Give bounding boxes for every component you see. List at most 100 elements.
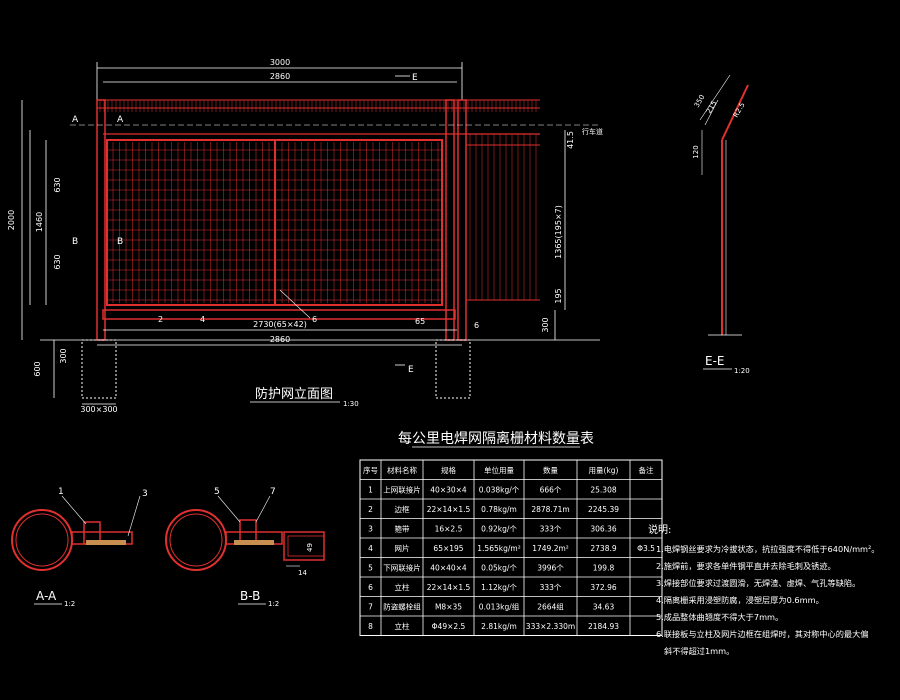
table-cell: 下网联接片 [383, 562, 421, 572]
table-cell: 199.8 [593, 563, 615, 572]
ground-note: 行车道 [582, 127, 603, 136]
aa-part-3: 3 [142, 489, 148, 499]
dim-2000: 2000 [7, 210, 16, 230]
table-cell: 1 [368, 485, 373, 494]
table-cell: 2245.39 [588, 505, 619, 514]
section-mark-e-bottom: E [408, 365, 414, 375]
ee-scale: 1:20 [734, 367, 750, 375]
section-mark-a-right: A [117, 115, 124, 125]
dim-2730: 2730(65×42) [253, 320, 307, 329]
dim-1365: 1365(195×7) [554, 205, 563, 259]
dim-630-upper: 630 [53, 177, 62, 192]
table-cell: 40×40×4 [430, 563, 467, 572]
note-line: 3.焊接部位要求过渡圆滑，无焊渣、虚焊、气孔等缺陷。 [656, 578, 860, 588]
section-mark-b-right: B [117, 237, 123, 247]
table-cell: 22×14×1.5 [427, 583, 471, 592]
table-cell: 333个 [540, 583, 562, 592]
table-cell: 2878.71m [531, 505, 569, 514]
dim-600: 600 [33, 361, 42, 376]
bb-post-circle [165, 509, 227, 571]
part-6-mid: 6 [312, 315, 317, 324]
dim-2860-top: 2860 [270, 72, 290, 81]
table-cell: Φ3.5 [637, 544, 655, 553]
table-cell: 16×2.5 [435, 524, 463, 533]
table-header-cell: 数量 [543, 465, 558, 475]
table-cell: 箍带 [395, 523, 410, 533]
part-2: 2 [158, 315, 163, 324]
dim-65: 65 [415, 317, 425, 326]
ee-arm [721, 84, 749, 141]
table-cell: 上网联接片 [383, 484, 421, 494]
table-cell: 333个 [540, 524, 562, 533]
bb-dim-49: 49 [306, 543, 314, 552]
notes-block: 说明: 1.电焊钢丝要求为冷拔状态，抗拉强度不得低于640N/mm²。 2.施焊前… [648, 523, 880, 656]
part-4: 4 [200, 315, 205, 324]
table-cell: 2.81kg/m [481, 622, 517, 631]
dim-195: 195 [554, 288, 563, 303]
elevation-title: 防护网立面图 [255, 386, 333, 402]
top-mesh-band [97, 99, 540, 135]
table-header-cell: 备注 [639, 465, 654, 475]
table-cell: 2664组 [537, 601, 564, 611]
aa-scale: 1:2 [64, 600, 75, 608]
table-cell: 1.12kg/个 [481, 583, 517, 592]
note-line: 1.电焊钢丝要求为冷拔状态，抗拉强度不得低于640N/mm²。 [656, 544, 880, 554]
section-aa-view: 1 3 A-A 1:2 [11, 487, 148, 608]
table-cell: 0.78kg/m [481, 505, 517, 514]
table-cell: 333×2.330m [526, 622, 575, 631]
dim-41-5: 41.5 [566, 131, 575, 149]
table-cell: 306.36 [590, 524, 616, 533]
table-cell: 8 [368, 622, 373, 631]
note-line: 4.隔离栅采用浸塑防腐，浸塑层厚为0.6mm。 [656, 595, 824, 605]
elevation-scale: 1:30 [343, 400, 359, 408]
table-cell: 2184.93 [588, 622, 619, 631]
table-cell: 防盗螺栓组 [383, 601, 421, 611]
ee-dim-120: 120 [692, 145, 700, 158]
note-line: 6.联接板与立柱及网片边框在组焊时，其对称中心的最大偏 [656, 629, 869, 639]
elevation-view: 3000 2860 E 2000 1460 630 630 600 300 3 [7, 58, 603, 414]
table-cell: 372.96 [590, 583, 616, 592]
table-cell: 4 [368, 544, 373, 553]
dim-300-right: 300 [541, 317, 550, 332]
table-cell: 立柱 [395, 582, 410, 592]
note-line: 2.施焊前，要求各单件钢平直并去除毛刺及锈迹。 [656, 561, 836, 571]
table-cell: 2738.9 [590, 544, 616, 553]
table-cell: 0.05kg/个 [481, 563, 517, 572]
ee-dim-350: 350 [693, 93, 707, 109]
dim-1460: 1460 [35, 212, 44, 232]
table-cell: 0.038kg/个 [479, 485, 520, 494]
bottom-rail [102, 309, 456, 320]
table-cell: 22×14×1.5 [427, 505, 471, 514]
dim-630-lower: 630 [53, 254, 62, 269]
footing-right [435, 339, 471, 399]
dim-3000: 3000 [270, 58, 290, 67]
section-mark-e-top: E [412, 73, 418, 83]
table-header-cell: 序号 [363, 465, 378, 475]
table-header-cell: 用量(kg) [589, 466, 619, 475]
table-cell: 2 [368, 505, 373, 514]
notes-heading: 说明: [648, 523, 671, 536]
dim-2860-bottom: 2860 [270, 335, 290, 344]
note-line: 5.成品整体曲翘度不得大于7mm。 [656, 612, 783, 622]
bb-scale: 1:2 [268, 600, 279, 608]
section-mark-b-left: B [72, 237, 78, 247]
section-bb-view: 5 7 49 14 B-B 1:2 [165, 487, 325, 608]
table-cell: 6 [368, 583, 373, 592]
table-cell: 网片 [395, 543, 410, 553]
table-cell: 7 [368, 602, 373, 611]
table-cell: Φ49×2.5 [432, 622, 466, 631]
table-cell: 666个 [540, 485, 562, 494]
ee-dim-215: 215 [705, 99, 719, 115]
section-ee-view: 350 215 R2.5 120 E-E 1:20 [692, 74, 750, 375]
ee-dim-r: R2.5 [732, 101, 747, 119]
table-header-cell: 规格 [441, 465, 456, 475]
table-cell: 边框 [395, 504, 410, 514]
table-cell: 0.92kg/个 [481, 524, 517, 533]
bb-title: B-B [240, 589, 260, 603]
aa-title: A-A [36, 589, 57, 603]
dim-footing-size: 300×300 [80, 405, 117, 414]
